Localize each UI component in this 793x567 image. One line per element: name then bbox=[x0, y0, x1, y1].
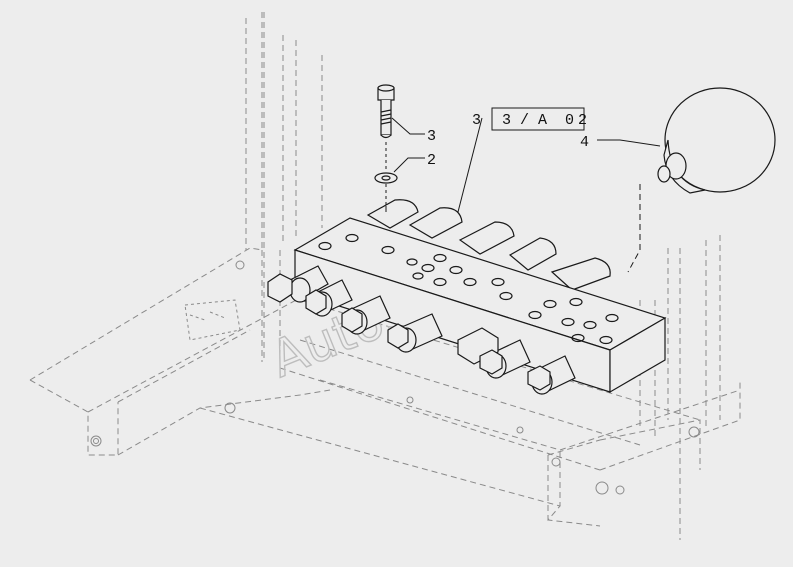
block-ports bbox=[318, 233, 619, 345]
callout-block-ref-suffix: 0 bbox=[565, 112, 574, 129]
control-valve-block bbox=[267, 199, 667, 395]
leader-lines bbox=[391, 107, 661, 213]
bolt-part bbox=[377, 84, 395, 139]
callout-labels: 3 2 4 3 3 / A 0 2 bbox=[427, 112, 589, 169]
callout-accumulator: 4 bbox=[580, 134, 589, 151]
callout-block-ref: 3 / A bbox=[502, 112, 547, 129]
callout-washer: 2 bbox=[427, 152, 436, 169]
callout-block-left: 3 bbox=[472, 112, 481, 129]
block-side-face bbox=[609, 316, 666, 394]
callout-bolt: 3 bbox=[427, 128, 436, 145]
washer-part bbox=[374, 172, 398, 184]
accumulator-part bbox=[657, 87, 776, 194]
callout-block-ref-digit: 2 bbox=[578, 112, 587, 129]
assembly-lines bbox=[385, 142, 641, 273]
rear-spools bbox=[366, 199, 611, 291]
reference-box bbox=[491, 107, 585, 131]
hex-plugs bbox=[267, 273, 551, 391]
